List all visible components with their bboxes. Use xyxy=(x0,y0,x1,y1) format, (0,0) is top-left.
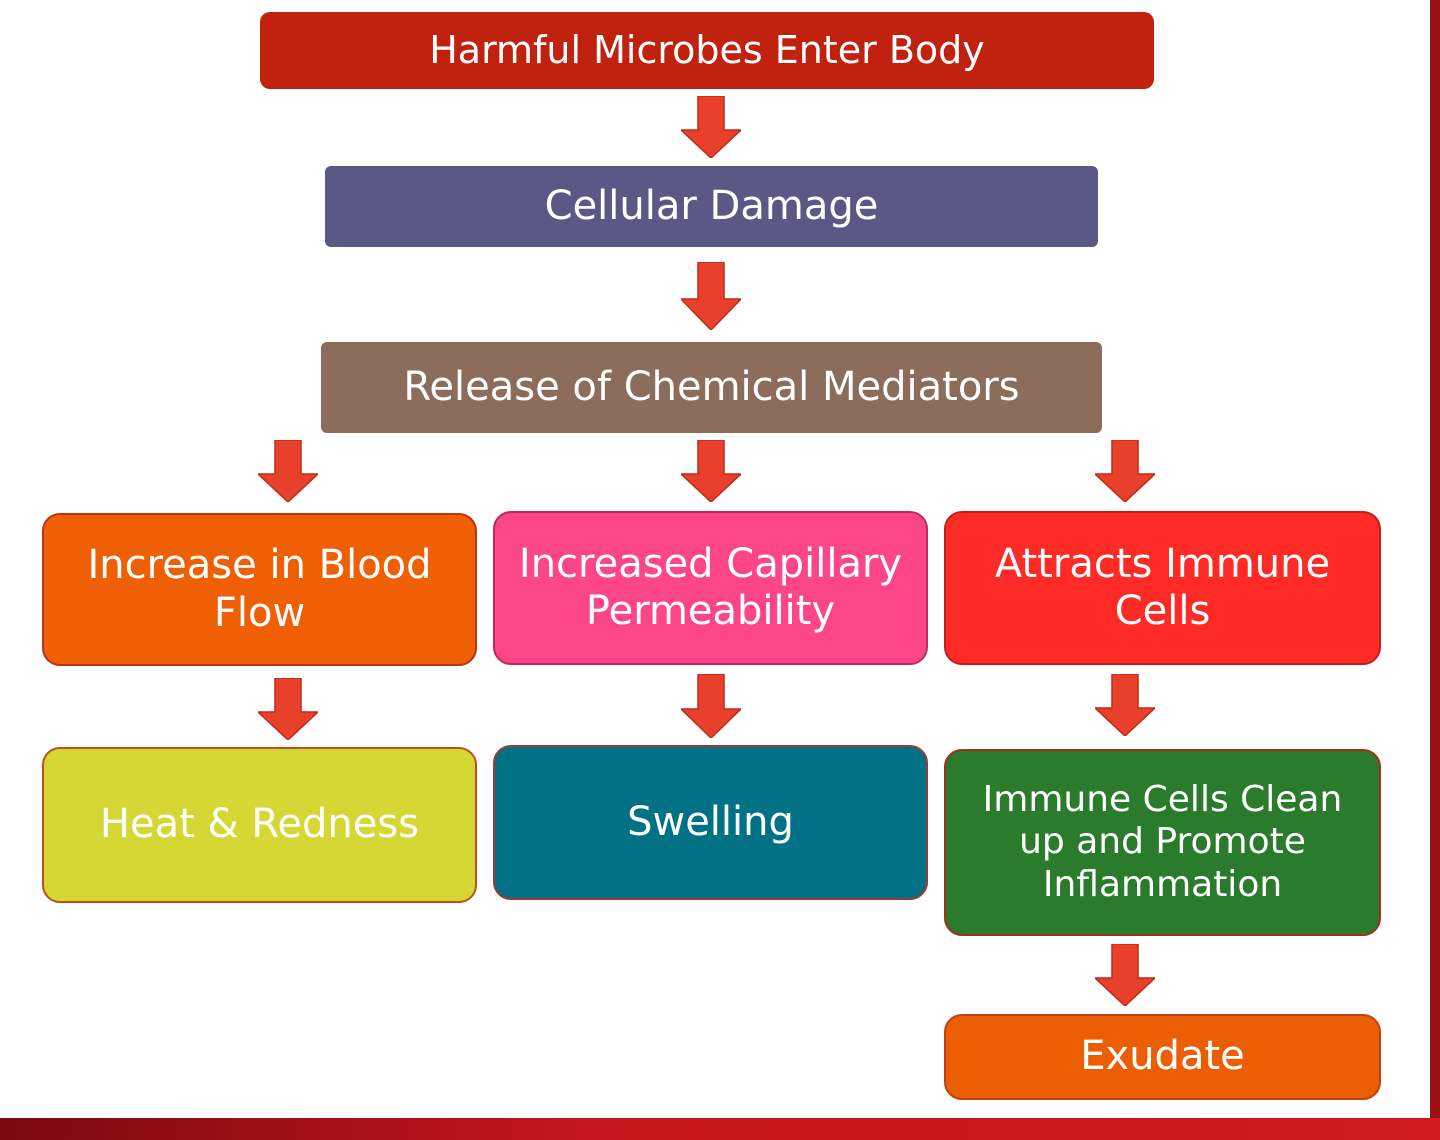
slide-frame-bottom xyxy=(0,1118,1440,1140)
node-heat-redness: Heat & Redness xyxy=(42,747,477,903)
slide-frame-right xyxy=(1430,0,1440,1140)
arrow-mediators-to-bloodflow-icon xyxy=(258,440,318,502)
arrow-permeability-to-swelling-icon xyxy=(681,674,741,738)
node-immune-cleanup: Immune Cells Clean up and Promote Inflam… xyxy=(944,749,1381,936)
arrow-mediators-to-permeability-icon xyxy=(681,440,741,502)
arrow-microbes-to-damage-icon xyxy=(681,96,741,158)
arrow-damage-to-mediators-icon xyxy=(681,262,741,330)
arrow-mediators-to-attracts-icon xyxy=(1095,440,1155,502)
node-cellular-damage: Cellular Damage xyxy=(325,166,1098,247)
node-blood-flow: Increase in Blood Flow xyxy=(42,513,477,666)
node-harmful-microbes: Harmful Microbes Enter Body xyxy=(260,12,1154,89)
arrow-bloodflow-to-heat-icon xyxy=(258,678,318,740)
arrow-attracts-to-cleanup-icon xyxy=(1095,674,1155,736)
node-attracts-immune-cells: Attracts Immune Cells xyxy=(944,511,1381,665)
node-chemical-mediators: Release of Chemical Mediators xyxy=(321,342,1102,433)
node-capillary-permeability: Increased Capillary Permeability xyxy=(493,511,928,665)
arrow-cleanup-to-exudate-icon xyxy=(1095,944,1155,1006)
node-swelling: Swelling xyxy=(493,745,928,900)
node-exudate: Exudate xyxy=(944,1014,1381,1100)
